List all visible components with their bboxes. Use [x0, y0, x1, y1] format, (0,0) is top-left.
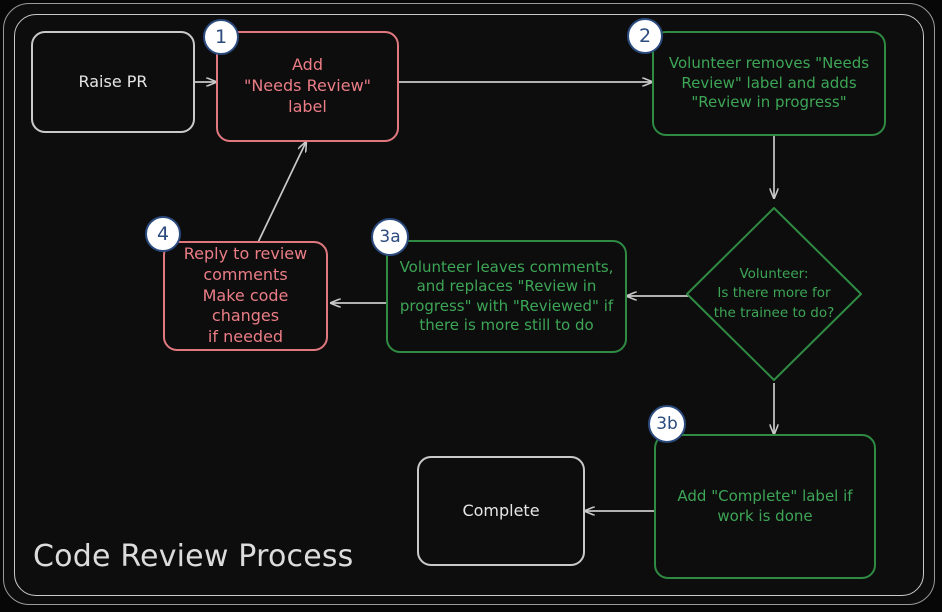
- node-leave-comments[interactable]: Volunteer leaves comments, and replaces …: [386, 240, 627, 353]
- node-raise-pr[interactable]: Raise PR: [31, 31, 195, 133]
- node-add-label-label: Add "Needs Review" label: [243, 55, 372, 116]
- step-badge-2: 2: [627, 18, 663, 54]
- node-leave-comments-label: Volunteer leaves comments, and replaces …: [399, 257, 614, 335]
- step-badge-4-text: 4: [156, 222, 170, 245]
- node-reply-label: Reply to review comments Make code chang…: [183, 244, 308, 347]
- node-complete-label: Complete: [462, 500, 540, 520]
- decision-diamond-shape: [686, 207, 862, 381]
- step-badge-1: 1: [203, 19, 239, 55]
- node-decision-label: Volunteer: Is there more for the trainee…: [713, 265, 835, 321]
- diagram-title: Code Review Process: [33, 539, 354, 574]
- step-badge-3b-text: 3b: [656, 413, 678, 434]
- node-add-label[interactable]: Add "Needs Review" label: [216, 31, 399, 142]
- node-decision[interactable]: Volunteer: Is there more for the trainee…: [683, 204, 865, 384]
- node-complete[interactable]: Complete: [417, 456, 585, 566]
- node-volunteer[interactable]: Volunteer removes "Needs Review" label a…: [652, 31, 886, 136]
- node-add-complete[interactable]: Add "Complete" label if work is done: [654, 434, 876, 579]
- step-badge-4: 4: [145, 216, 181, 252]
- step-badge-3a-text: 3a: [379, 226, 401, 247]
- step-badge-3a: 3a: [371, 218, 409, 256]
- node-raise-pr-label: Raise PR: [78, 71, 148, 91]
- step-badge-2-text: 2: [638, 24, 652, 47]
- step-badge-1-text: 1: [214, 25, 228, 48]
- node-reply[interactable]: Reply to review comments Make code chang…: [163, 241, 328, 351]
- node-add-complete-label: Add "Complete" label if work is done: [677, 487, 853, 525]
- node-volunteer-label: Volunteer removes "Needs Review" label a…: [668, 54, 870, 112]
- step-badge-3b: 3b: [648, 405, 686, 443]
